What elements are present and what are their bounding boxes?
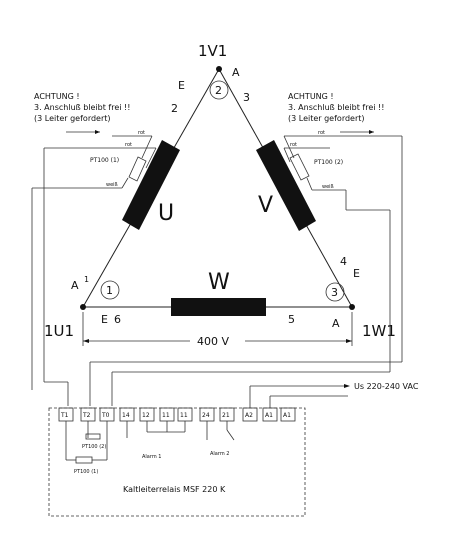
terminal-11a: 11 [162, 412, 170, 419]
warning-right-line3: (3 Leiter gefordert) [288, 114, 365, 123]
sensor-right-label: PT100 (2) [314, 159, 343, 166]
label-left-e: E [101, 313, 108, 326]
relay-internal-wiring [65, 421, 235, 464]
winding-u-label: U [158, 201, 174, 226]
supply-leads [249, 384, 350, 408]
terminal-t2: T2 [82, 412, 91, 419]
relay-pt100-1-label: PT100 (1) [74, 469, 98, 475]
node-left [80, 304, 86, 310]
label-top-a: A [232, 66, 240, 79]
circle-1-label: 1 [106, 284, 113, 297]
label-top-e: E [178, 79, 185, 92]
voltage-label: 400 V [197, 335, 229, 348]
sensor-left-wiring [31, 135, 157, 406]
wire-weiss-2-label: weiß [322, 184, 334, 190]
wire-rot-2-label: rot [125, 142, 132, 148]
label-left-a: A [71, 279, 79, 292]
label-left-6: 6 [114, 313, 121, 326]
label-right-e: E [353, 267, 360, 280]
wire-rot-1-label: rot [138, 130, 145, 136]
supply-label: Us 220-240 VAC [354, 382, 419, 391]
label-right-4: 4 [340, 255, 347, 268]
winding-w-label: W [208, 270, 230, 295]
terminal-a1b: A1 [283, 412, 291, 419]
relay-box [48, 407, 306, 517]
relay-terminal-row [58, 407, 296, 422]
warning-left-line2: 3. Anschluß bleibt frei !! [34, 103, 130, 112]
label-left-1: 1 [84, 275, 89, 284]
circle-3 [325, 282, 345, 302]
circle-2-label: 2 [215, 84, 222, 97]
terminal-24: 24 [202, 412, 210, 419]
winding-w-bar [171, 298, 266, 316]
voltage-dimension [82, 312, 353, 346]
terminal-14: 14 [122, 412, 130, 419]
node-left-label: 1U1 [44, 322, 74, 340]
winding-v-label: V [258, 193, 273, 218]
wire-rot-4-label: rot [290, 142, 297, 148]
circle-3-label: 3 [331, 286, 338, 299]
relay-pt100-2-label: PT100 (2) [82, 444, 106, 450]
sensor-right-wiring [89, 135, 403, 406]
label-bottom-a: A [332, 317, 340, 330]
relay-name: Kaltleiterrelais MSF 220 K [123, 485, 226, 494]
node-right [349, 304, 355, 310]
terminal-a1a: A1 [265, 412, 273, 419]
wire-rot-3-label: rot [318, 130, 325, 136]
terminal-a2: A2 [245, 412, 253, 419]
circle-2 [209, 80, 229, 100]
terminal-t0: T0 [101, 412, 110, 419]
label-bottom-5: 5 [288, 313, 295, 326]
warning-left-line3: (3 Leiter gefordert) [34, 114, 111, 123]
warning-right-line2: 3. Anschluß bleibt frei !! [288, 103, 384, 112]
warning-arrows [66, 130, 374, 134]
wire-weiss-label: weiß [106, 182, 118, 188]
warning-right-line1: ACHTUNG ! [288, 92, 334, 101]
warning-left-line1: ACHTUNG ! [34, 92, 80, 101]
alarm1-label: Alarm 1 [142, 454, 161, 460]
terminal-t1: T1 [60, 412, 69, 419]
sensor-left-label: PT100 (1) [90, 157, 119, 164]
label-left-2: 2 [171, 102, 178, 115]
terminal-12: 12 [142, 412, 150, 419]
alarm2-label: Alarm 2 [210, 451, 229, 457]
winding-u-bar [122, 140, 180, 230]
node-right-label: 1W1 [362, 322, 396, 340]
node-top-label: 1V1 [198, 42, 227, 60]
label-right-3: 3 [243, 91, 250, 104]
winding-v-bar [256, 140, 316, 231]
terminal-21: 21 [222, 412, 230, 419]
circle-1 [100, 280, 120, 300]
terminal-11b: 11 [180, 412, 188, 419]
node-top [216, 66, 222, 72]
